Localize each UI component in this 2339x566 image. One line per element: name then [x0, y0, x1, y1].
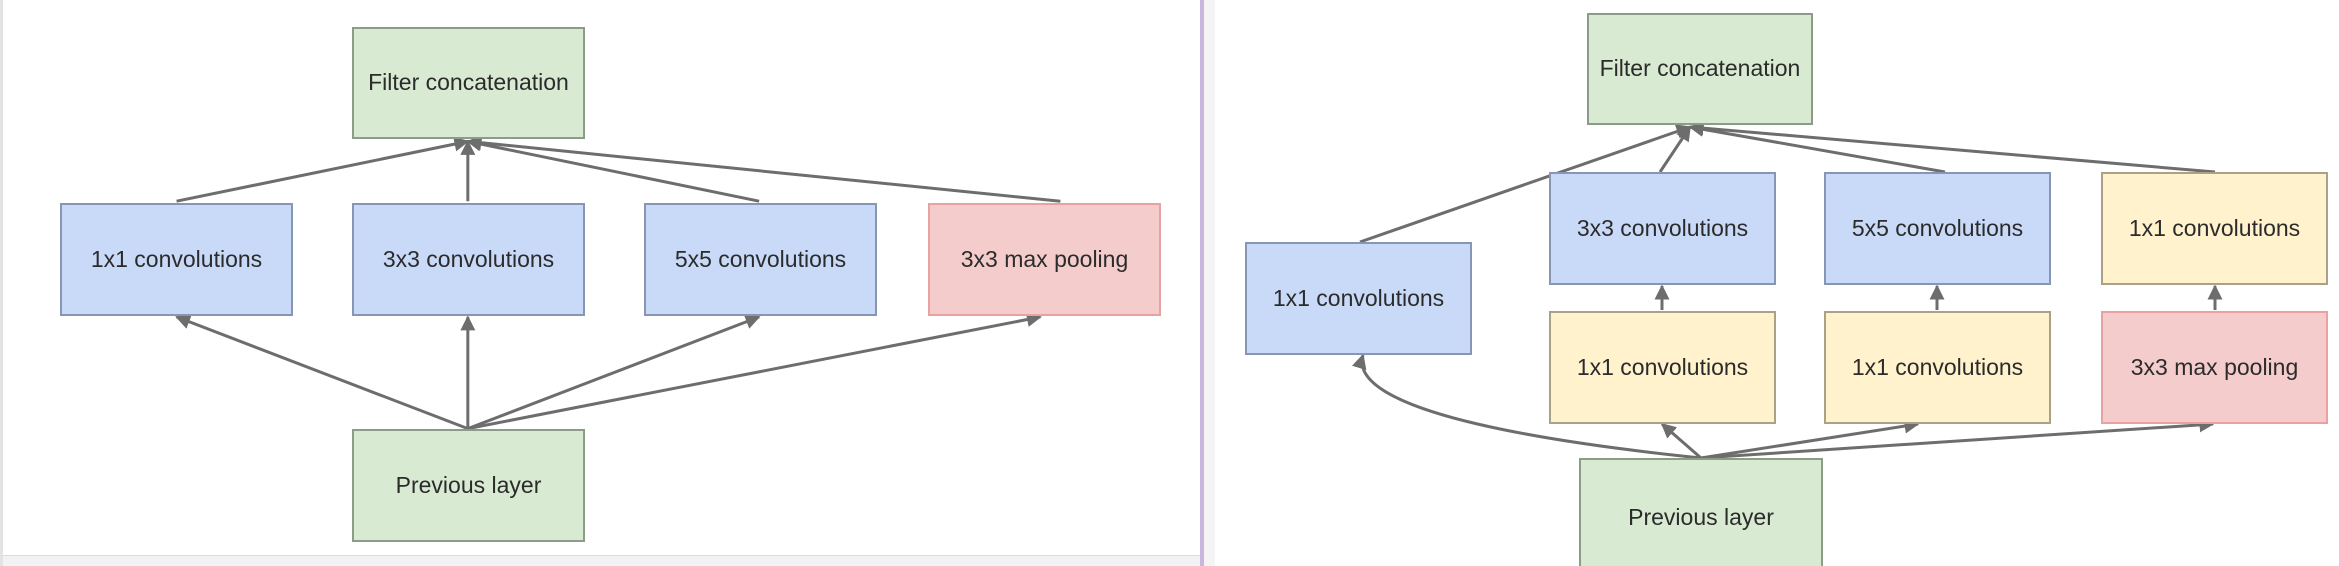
conv1x1-node: 1x1 convolutions — [60, 203, 293, 316]
edge-input-to-maxpool — [467, 312, 1042, 431]
edge-pool-proj-to-concat — [1688, 120, 2216, 174]
edge-input-to-conv5x5 — [467, 314, 761, 431]
edge-conv5x5-to-concat — [1688, 121, 1946, 174]
edge-conv3x3-to-concat — [1658, 125, 1692, 173]
edge-conv5x5-to-concat — [466, 136, 760, 203]
panel-divider — [1200, 0, 1215, 566]
naive-inception-diagram: Filter concatenation 1x1 convolutions 3x… — [0, 0, 1200, 566]
pool-projection-conv1x1-node: 1x1 convolutions — [2101, 172, 2328, 285]
conv3x3-node: 3x3 convolutions — [352, 203, 585, 316]
conv5x5-node: 5x5 convolutions — [644, 203, 877, 316]
previous-layer-node: Previous layer — [1579, 458, 1823, 566]
reduce-before-5x5-node: 1x1 convolutions — [1824, 311, 2051, 424]
previous-layer-node: Previous layer — [352, 429, 585, 542]
reduced-inception-diagram: Filter concatenation 1x1 convolutions 3x… — [1215, 0, 2339, 566]
max-pooling-node: 3x3 max pooling — [2101, 311, 2328, 424]
edge-input-to-maxpool — [1700, 417, 2215, 460]
edge-input-to-reduce-3x3 — [1660, 422, 1702, 460]
reduce-before-3x3-node: 1x1 convolutions — [1549, 311, 1776, 424]
edge-maxpool-to-concat — [466, 135, 1061, 203]
edge-conv1x1-to-concat — [176, 136, 470, 203]
conv5x5-node: 5x5 convolutions — [1824, 172, 2051, 285]
edge-input-to-reduce-5x5 — [1700, 418, 1920, 460]
max-pooling-node: 3x3 max pooling — [928, 203, 1161, 316]
filter-concatenation-node: Filter concatenation — [1587, 13, 1813, 125]
divider-stripe — [1200, 0, 1204, 566]
conv1x1-direct-node: 1x1 convolutions — [1245, 242, 1472, 355]
edge-input-to-conv1x1 — [175, 314, 469, 431]
panel-bottom-edge — [3, 555, 1200, 566]
filter-concatenation-node: Filter concatenation — [352, 27, 585, 139]
conv3x3-node: 3x3 convolutions — [1549, 172, 1776, 285]
